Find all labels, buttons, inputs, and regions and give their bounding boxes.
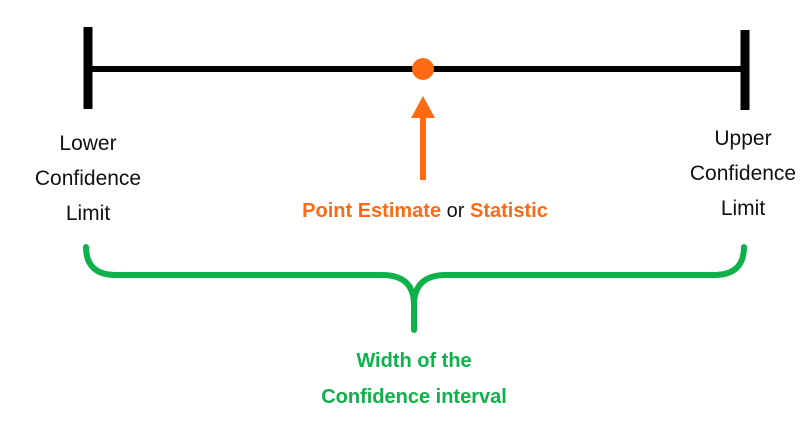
point-estimate-dot <box>412 58 434 80</box>
point-estimate-label: Point Estimate or Statistic <box>230 193 620 229</box>
statistic-text: Statistic <box>470 200 548 222</box>
upper-confidence-limit-label: Upper Confidence Limit <box>676 121 808 226</box>
point-estimate-arrow-head <box>411 96 435 118</box>
width-label-line: Width of the <box>356 350 472 372</box>
upper-label-line: Confidence <box>689 162 797 185</box>
upper-label-line: Limit <box>720 197 766 220</box>
lower-label-line: Limit <box>65 202 111 225</box>
lower-confidence-limit-label: Lower Confidence Limit <box>18 126 158 231</box>
or-text: or <box>446 200 465 222</box>
upper-label-line: Upper <box>714 127 772 150</box>
lower-label-line: Lower <box>59 132 117 155</box>
lower-label-line: Confidence <box>34 167 142 190</box>
point-estimate-text: Point Estimate <box>302 200 442 222</box>
width-label-line: Confidence interval <box>321 386 507 408</box>
interval-width-label: Width of the Confidence interval <box>264 343 564 415</box>
width-brace <box>83 244 747 333</box>
